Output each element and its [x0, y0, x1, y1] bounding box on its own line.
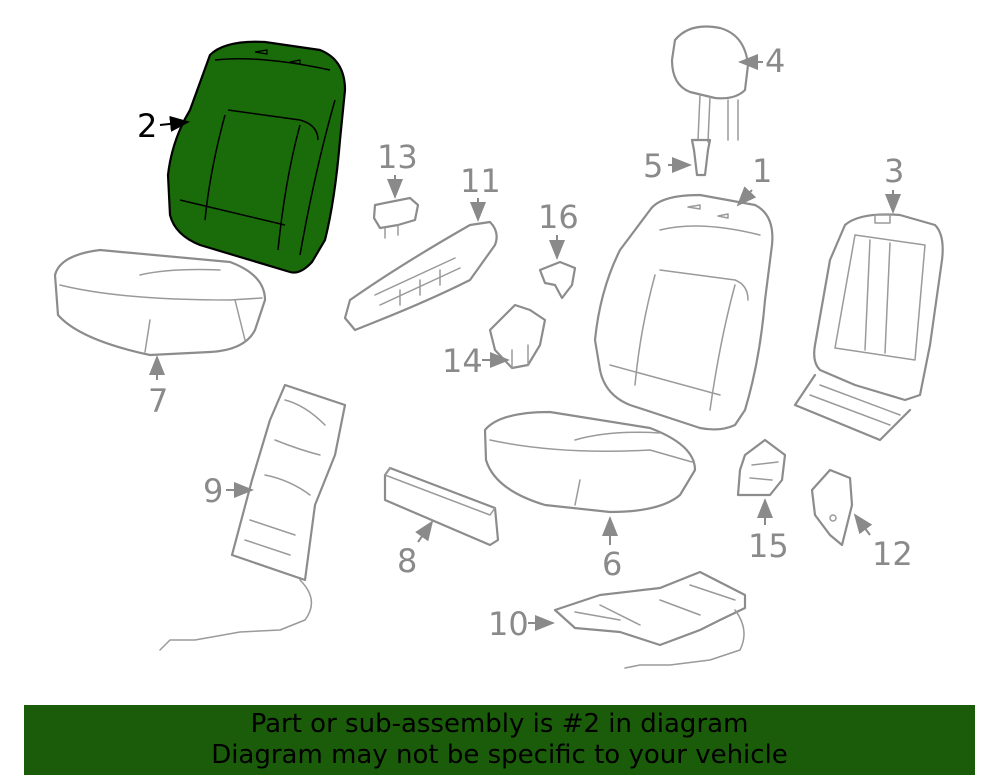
callout-label-10: 10 [488, 605, 529, 643]
callout-1: 1 [736, 152, 772, 207]
part-4-headrest[interactable] [670, 25, 750, 143]
part-2-seat-back-cover[interactable] [166, 40, 347, 274]
part-10-heater-pad-cushion[interactable] [553, 570, 747, 669]
info-banner: Part or sub-assembly is #2 in diagram Di… [24, 705, 975, 775]
callout-10: 10 [488, 605, 555, 643]
callout-label-8: 8 [397, 542, 417, 580]
part-7-seat-cushion-cover[interactable] [53, 248, 267, 357]
callout-6: 6 [602, 516, 622, 583]
callout-label-1: 1 [752, 152, 772, 190]
callout-8: 8 [397, 520, 434, 580]
callout-label-6: 6 [602, 545, 622, 583]
part-5-headrest-guide[interactable] [690, 138, 712, 177]
callout-11: 11 [460, 162, 501, 222]
callout-label-2: 2 [137, 107, 157, 145]
part-8-rod[interactable] [383, 466, 500, 547]
callout-label-13: 13 [377, 138, 418, 176]
callout-7: 7 [148, 355, 168, 420]
callout-4: 4 [738, 42, 785, 80]
callout-label-9: 9 [203, 472, 223, 510]
part-13-clip[interactable] [372, 196, 420, 239]
part-9-heater-pad[interactable] [159, 383, 347, 651]
callout-5: 5 [643, 147, 692, 185]
banner-line-disclaimer: Diagram may not be specific to your vehi… [211, 740, 788, 770]
callout-2: 2 [137, 107, 190, 145]
callout-label-16: 16 [538, 198, 579, 236]
part-14-bracket[interactable] [488, 303, 547, 370]
callout-15: 15 [748, 498, 789, 565]
callout-16: 16 [538, 198, 579, 260]
callout-3: 3 [884, 152, 904, 214]
callout-label-11: 11 [460, 162, 501, 200]
callout-12: 12 [853, 513, 913, 573]
part-16-bracket[interactable] [538, 260, 577, 300]
callout-label-12: 12 [872, 535, 913, 573]
callout-label-5: 5 [643, 147, 663, 185]
callout-label-14: 14 [442, 342, 483, 380]
banner-line-part: Part or sub-assembly is #2 in diagram [250, 709, 749, 739]
part-3-seat-back-frame[interactable] [793, 213, 944, 442]
part-15-cover[interactable] [736, 438, 787, 497]
part-1-seat-back[interactable] [593, 193, 774, 431]
callout-9: 9 [203, 472, 254, 510]
part-11-side-trim[interactable] [343, 220, 498, 332]
parts-diagram: 1 2 3 4 5 6 7 8 9 10 11 12 [53, 25, 944, 669]
callout-label-15: 15 [748, 527, 789, 565]
callout-label-7: 7 [148, 382, 168, 420]
part-12-side-cover[interactable] [810, 468, 854, 547]
callout-label-4: 4 [765, 42, 785, 80]
callout-label-3: 3 [884, 152, 904, 190]
part-6-seat-cushion[interactable] [483, 410, 697, 514]
callout-13: 13 [377, 138, 418, 199]
callout-14: 14 [442, 342, 510, 380]
